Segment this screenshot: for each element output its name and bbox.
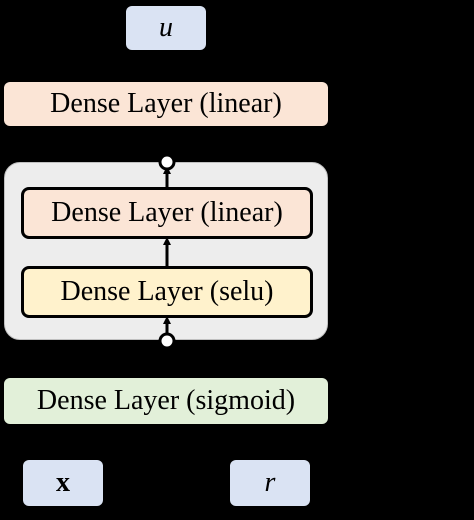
input-r-label: r bbox=[264, 467, 276, 498]
dense-layer-selu-label: Dense Layer (selu) bbox=[60, 276, 274, 307]
input-r-node: r bbox=[230, 460, 310, 506]
input-x-label: x bbox=[56, 467, 70, 498]
dense-layer-linear-inner-label: Dense Layer (linear) bbox=[51, 197, 283, 228]
dense-layer-selu: Dense Layer (selu) bbox=[21, 266, 313, 318]
dense-layer-sigmoid: Dense Layer (sigmoid) bbox=[4, 378, 328, 424]
input-x-node: x bbox=[23, 460, 103, 506]
output-u-node: u bbox=[126, 6, 206, 50]
dense-layer-linear-output-label: Dense Layer (linear) bbox=[50, 88, 282, 119]
dense-layer-linear-inner: Dense Layer (linear) bbox=[21, 187, 313, 239]
dense-layer-sigmoid-label: Dense Layer (sigmoid) bbox=[36, 385, 296, 416]
dense-layer-linear-output: Dense Layer (linear) bbox=[4, 82, 328, 126]
output-u-label: u bbox=[159, 12, 173, 43]
